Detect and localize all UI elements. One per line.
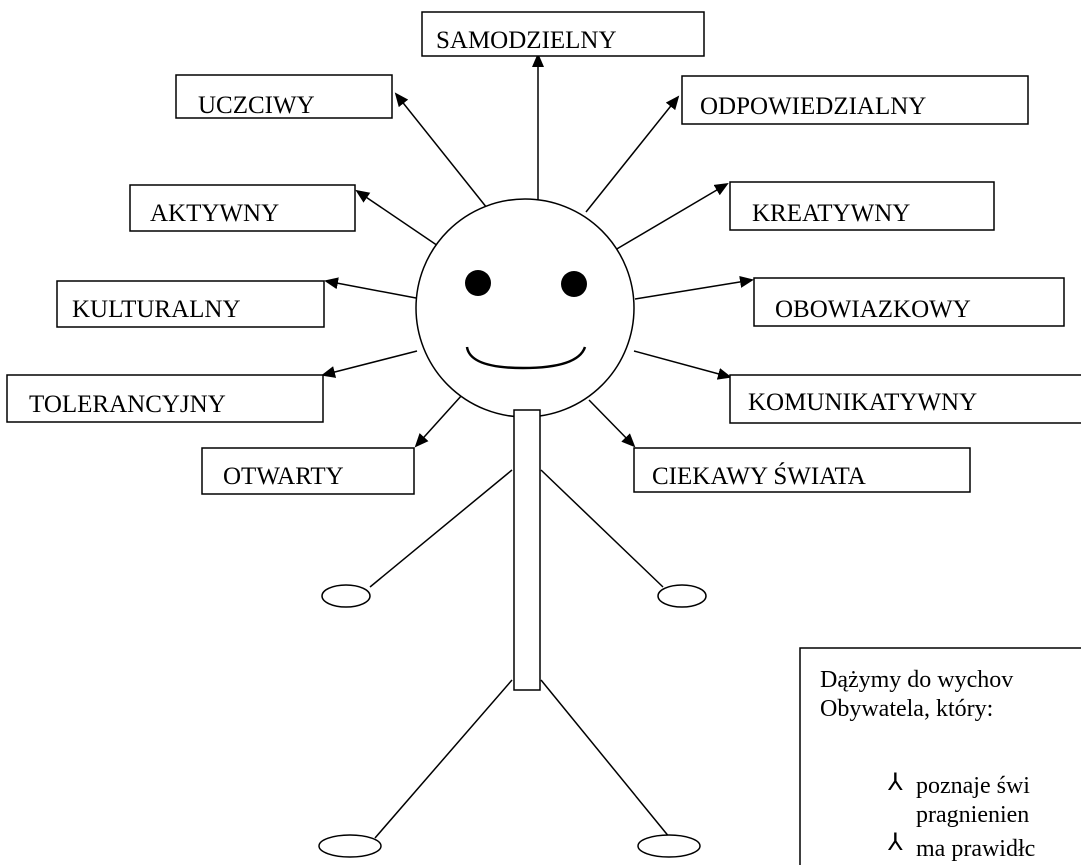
- trait-kreatywny: KREATYWNY: [729, 181, 995, 231]
- right-foot: [637, 834, 701, 858]
- trait-samodzielny: SAMODZIELNY: [421, 11, 705, 57]
- trait-label: KULTURALNY: [72, 296, 241, 323]
- left-hand: [321, 584, 371, 608]
- arrows: [321, 53, 754, 448]
- right-eye: [561, 271, 587, 297]
- trait-komunikatywny: KOMUNIKATYWNY: [729, 374, 1081, 424]
- trait-label: OBOWIAZKOWY: [775, 296, 971, 323]
- left-leg: [374, 679, 513, 839]
- bullet-icon: ⅄: [887, 770, 903, 796]
- arrow-obowiazkowy: [634, 276, 754, 300]
- smile: [465, 346, 587, 370]
- arrow-aktywny: [355, 189, 445, 251]
- trait-ciekawy-swiata: CIEKAWY ŚWIATA: [633, 447, 971, 493]
- trait-label: UCZCIWY: [198, 92, 315, 119]
- left-upper-arm: [369, 469, 513, 588]
- left-eye: [465, 270, 491, 296]
- goal-textbox: Dążymy do wychov Obywatela, który: ⅄ poz…: [799, 647, 1081, 865]
- right-leg: [540, 679, 671, 839]
- left-foot: [318, 834, 382, 858]
- arrow-uczciwy: [394, 92, 488, 209]
- bullet-icon: ⅄: [887, 830, 903, 856]
- textbox-intro-line-2: Obywatela, który:: [820, 696, 993, 722]
- arrow-ciekawy-swiata: [588, 399, 636, 448]
- trait-label: KOMUNIKATYWNY: [748, 389, 977, 416]
- stick-figure: [318, 198, 707, 858]
- textbox-bullet-2-line-1: ma prawidłc: [916, 836, 1035, 862]
- trait-label: KREATYWNY: [752, 200, 910, 227]
- trait-obowiazkowy: OBOWIAZKOWY: [753, 277, 1065, 327]
- trait-label: AKTYWNY: [150, 200, 279, 227]
- trait-uczciwy: UCZCIWY: [175, 74, 393, 119]
- textbox-bullet-1-line-2: pragnienien: [916, 802, 1029, 828]
- right-hand: [657, 584, 707, 608]
- arrow-komunikatywny: [633, 350, 732, 380]
- trait-tolerancyjny: TOLERANCYJNY: [6, 374, 324, 423]
- trait-odpowiedzialny: ODPOWIEDZIALNY: [681, 75, 1029, 125]
- arrow-kulturalny: [324, 277, 417, 299]
- body: [513, 409, 541, 691]
- trait-label: SAMODZIELNY: [436, 27, 617, 54]
- right-upper-arm: [540, 469, 664, 588]
- trait-kulturalny: KULTURALNY: [56, 280, 325, 328]
- trait-label: OTWARTY: [223, 463, 344, 490]
- arrow-kreatywny: [609, 182, 729, 254]
- trait-label: TOLERANCYJNY: [29, 391, 226, 418]
- trait-aktywny: AKTYWNY: [129, 184, 356, 232]
- arrow-tolerancyjny: [321, 350, 418, 378]
- head: [415, 198, 635, 418]
- arrow-otwarty: [414, 394, 463, 448]
- textbox-intro-line-1: Dążymy do wychov: [820, 667, 1013, 693]
- textbox-bullet-1-line-1: poznaje świ: [916, 773, 1030, 799]
- trait-otwarty: OTWARTY: [201, 447, 415, 495]
- trait-label: ODPOWIEDZIALNY: [700, 93, 926, 120]
- arrow-odpowiedzialny: [585, 95, 680, 213]
- trait-label: CIEKAWY ŚWIATA: [652, 462, 866, 490]
